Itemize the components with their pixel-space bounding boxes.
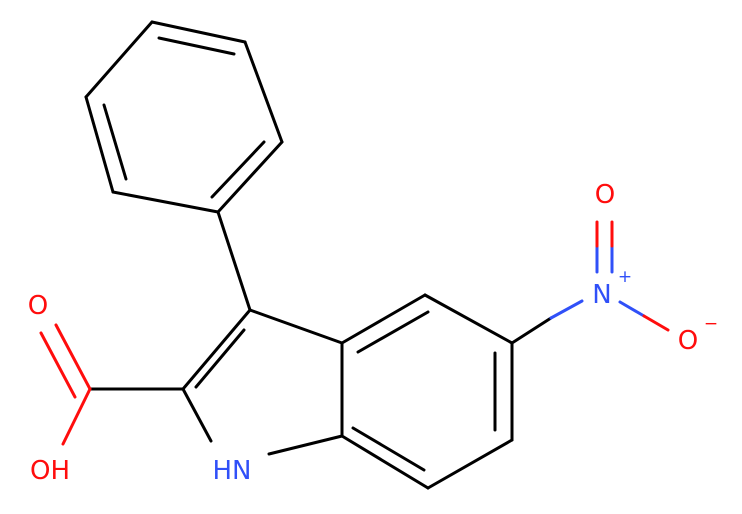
c7-c7a-inner-bond	[351, 426, 426, 472]
c3-c3a-bond	[248, 308, 344, 345]
c5-nitro-bond-half-c	[510, 316, 553, 345]
c6-c7-bond	[426, 438, 514, 490]
phenyl-inner-bond-2	[210, 140, 266, 199]
phenyl-inner-bond-3	[102, 103, 128, 181]
phenyl-ring	[84, 20, 284, 214]
c3a-c4-inner-bond	[356, 310, 430, 354]
c3-c2-inner-bond	[194, 328, 246, 389]
nitro-nitrogen-label: N	[592, 280, 611, 310]
acid-carbonyl-bond-inner	[39, 331, 77, 399]
phenyl-bond-1	[150, 20, 247, 44]
c7-c7a-bond	[340, 434, 430, 490]
phenyl-bond-6	[84, 20, 154, 99]
benzo-ring	[340, 293, 514, 490]
acid-carbonyl-oxygen-label: O	[28, 291, 48, 321]
nitro-single-oxygen-label: O	[678, 326, 698, 356]
c4-c5-bond	[423, 293, 514, 345]
phenyl-c3-bond	[216, 210, 252, 312]
nitro-single-bond-n	[618, 300, 646, 318]
acid-carbonyl-bond-outer	[54, 323, 92, 391]
c3a-c4-bond	[340, 293, 427, 345]
phenyl-bond-2	[243, 40, 284, 144]
acid-hydroxyl-bond	[61, 387, 92, 446]
c2-n1-bond	[181, 387, 213, 443]
phenyl-bond-5	[84, 95, 115, 194]
c3-c2-bond	[181, 308, 252, 391]
acid-hydroxyl-label: OH	[30, 456, 70, 486]
nitro-single-bond-o	[642, 314, 670, 332]
indole-nh-label: HN	[213, 456, 252, 486]
phenyl-bond-4	[111, 190, 220, 214]
phenyl-inner-bond-1	[157, 36, 236, 56]
phenyl-bond-3	[216, 140, 284, 214]
carboxylic-acid-group	[39, 323, 185, 446]
nitro-double-oxygen-label: O	[595, 180, 615, 210]
nitro-positive-charge: +	[618, 267, 632, 287]
n1-c7a-bond	[267, 434, 344, 456]
nitro-negative-charge: −	[704, 314, 718, 334]
nitro-group	[510, 220, 670, 345]
pyrrole-ring	[181, 308, 344, 456]
c5-nitro-bond-half-n	[549, 299, 584, 320]
